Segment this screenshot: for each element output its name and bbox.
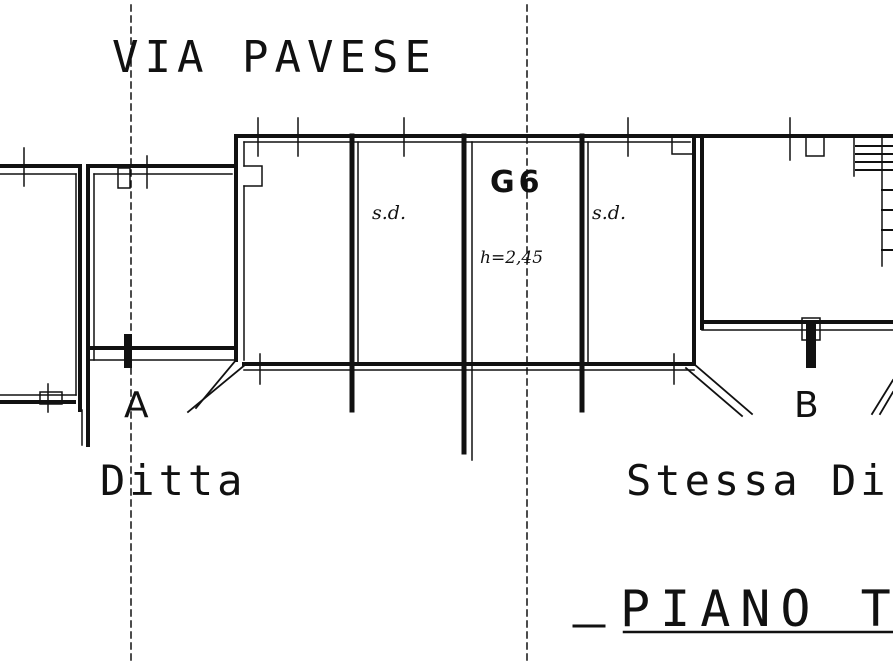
- left-building-thin: [0, 167, 237, 446]
- garage-partitions-thin: [357, 141, 589, 461]
- storage-label-right: s.d.: [592, 202, 626, 224]
- garage-code-label: G6: [490, 165, 544, 200]
- dimension-ticks: [23, 117, 791, 413]
- section-b-label: B: [794, 385, 819, 426]
- column-marker-b: [806, 322, 816, 368]
- neighbor-right-label: Stessa Di: [626, 456, 890, 505]
- street-name-label: VIA PAVESE: [112, 32, 437, 83]
- garage-partitions: [349, 133, 585, 455]
- ceiling-height-label: h=2,45: [480, 248, 544, 268]
- stair-treads: [855, 145, 893, 251]
- right-building-thin: [701, 135, 893, 341]
- column-marker-a: [124, 334, 132, 368]
- neighbor-left-label: Ditta: [100, 456, 247, 505]
- garage-block-inner: [243, 135, 695, 371]
- storage-label-left: s.d.: [372, 202, 406, 224]
- entrance-ramps: [186, 358, 893, 418]
- floor-title: PIANO T: [620, 580, 893, 638]
- section-a-label: A: [124, 385, 149, 426]
- left-building-walls: [0, 164, 238, 447]
- garage-block-walls: [234, 134, 893, 366]
